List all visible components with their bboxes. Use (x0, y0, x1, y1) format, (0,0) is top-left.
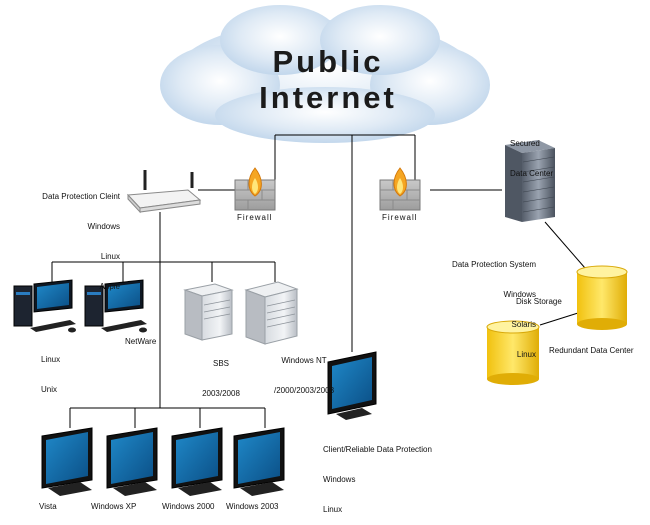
nt-caption-line: /2000/2003/2008 (273, 386, 335, 395)
monitor-label-vista: Vista (39, 502, 57, 511)
disk-storage-icon (576, 265, 628, 330)
linux-caption-line: Linux (41, 355, 61, 364)
linux-caption-line: Unix (41, 385, 58, 394)
cloud-title-line1: Public (272, 44, 384, 79)
monitor-label-2003: Windows 2003 (226, 502, 279, 511)
cloud-shape (160, 5, 490, 143)
monitor-2003-icon (233, 427, 285, 496)
router-caption: Data Protection Cleint Windows Linux App… (22, 172, 120, 302)
monitor-xp-icon (106, 427, 158, 496)
dps-caption-line: Data Protection System (451, 260, 536, 269)
client-caption-line: Client/Reliable Data Protection (323, 445, 432, 454)
firewall-left-label: Firewall (237, 213, 273, 222)
cloud-title: Public Internet (248, 44, 408, 116)
datacenter-caption-line: Secured (510, 139, 540, 148)
client-caption-line: Windows (323, 475, 356, 484)
nt-caption-line: Windows NT (281, 356, 327, 365)
netware-label: NetWare (125, 337, 157, 346)
monitor-label-2000: Windows 2000 (162, 502, 215, 511)
server-nt-icon (244, 281, 299, 345)
firewall-right-label: Firewall (382, 213, 418, 222)
redundant-label: Redundant Data Center (549, 346, 634, 355)
server-sbs-icon (183, 283, 234, 341)
datacenter-tower-icon (505, 140, 555, 222)
router-icon (126, 170, 202, 214)
dps-caption-line: Solaris (511, 320, 536, 329)
monitor-label-xp: Windows XP (91, 502, 137, 511)
redundant-disk-icon (486, 320, 540, 385)
sbs-caption-line: 2003/2008 (202, 389, 240, 398)
router-caption-line: Apple (99, 282, 120, 291)
monitor-2000-icon (171, 427, 223, 496)
firewall-left-icon (234, 167, 276, 211)
cloud-title-line2: Internet (259, 80, 397, 115)
workstation-linux-icon (13, 279, 76, 333)
router-caption-line: Linux (100, 252, 120, 261)
sbs-caption-line: SBS (212, 359, 229, 368)
workstation-netware-icon (84, 279, 147, 333)
dps-caption-line: Windows (503, 290, 536, 299)
dps-caption: Data Protection System Windows Solaris L… (430, 240, 536, 370)
connection-lines (51, 134, 586, 428)
dps-caption-line: Linux (516, 350, 536, 359)
monitor-vista-icon (41, 427, 93, 496)
router-caption-line: Data Protection Cleint (42, 192, 120, 201)
client-caption: Client/Reliable Data Protection Windows … (323, 425, 432, 525)
nt-caption: Windows NT /2000/2003/2008 (266, 336, 342, 406)
linux-caption: Linux Unix (41, 335, 60, 405)
datacenter-caption-line: Data Center (510, 169, 554, 178)
client-caption-line: Linux (323, 505, 343, 514)
sbs-caption: SBS 2003/2008 (196, 339, 246, 409)
firewall-right-icon (379, 167, 421, 211)
router-caption-line: Windows (87, 222, 120, 231)
client-monitor-icon (327, 351, 377, 420)
disk-storage-label: Disk Storage (516, 297, 562, 306)
datacenter-caption: Secured Data Center (510, 119, 553, 189)
